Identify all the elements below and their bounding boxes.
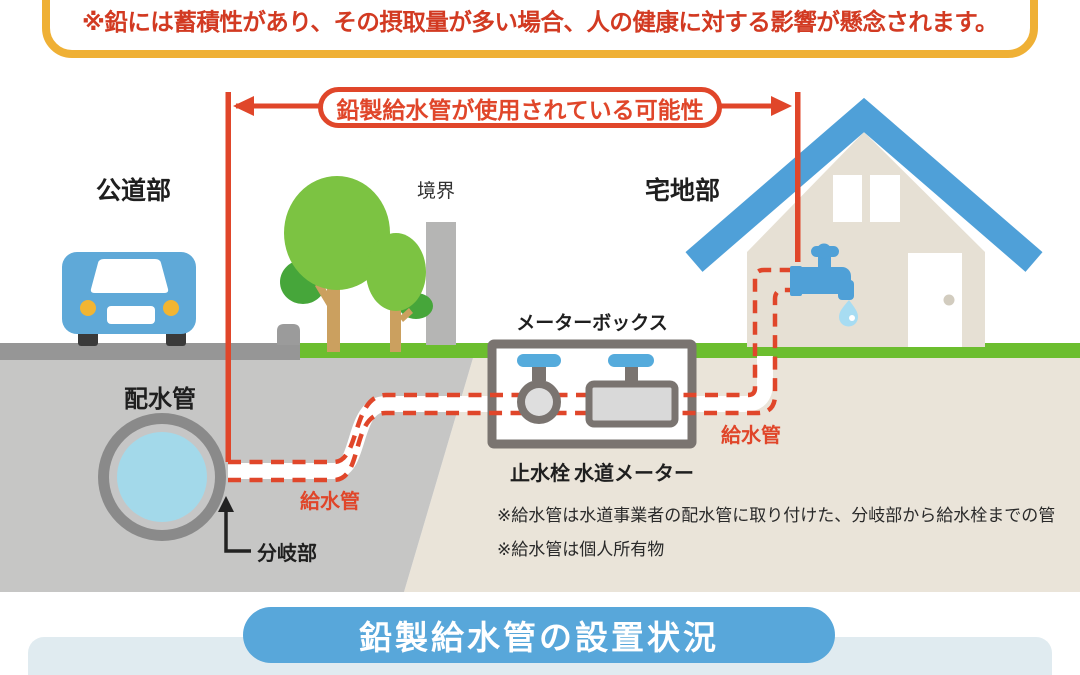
lead-pipe-possibility-pill: 鉛製給水管が使用されている可能性 [318,87,722,128]
label-distribution-pipe: 配水管 [124,386,196,413]
zone-label-public-road: 公道部 [96,177,172,205]
water-meter-stem [625,366,638,384]
tree-branch [399,308,413,322]
faucet-spout [838,280,854,300]
label-supply-pipe-right: 給水管 [721,425,781,447]
span-line-left [236,103,322,109]
trees [280,176,433,352]
lead-pipe-span-arrow [225,92,801,462]
faucet-body [793,267,851,294]
distribution-pipe-water [117,432,207,522]
house-window [833,175,862,222]
faucet-handle-knob [816,243,832,259]
supply-pipe-edge-top [228,267,794,465]
supply-pipe-interior [228,356,773,479]
distribution-pipe [98,413,226,541]
tree-trunk [390,298,401,352]
label-meter-box: メーターボックス [516,313,668,334]
branch-pointer-arrowhead [218,496,234,512]
supply-pipe-edge-bottom [228,287,794,483]
bottom-section-title: 鉛製給水管の設置状況 [359,619,719,656]
water-meter-handle [608,354,654,367]
note-supply-pipe-definition: ※給水管は水道事業者の配水管に取り付けた、分岐部から給水栓までの管 [497,506,1056,525]
water-meter [585,380,679,428]
stop-valve-core [525,388,553,416]
boundary-post [426,222,456,345]
house-window [870,175,900,222]
note-private-property: ※給水管は個人所有物 [497,540,665,559]
faucet-icon [790,243,858,327]
span-bar-right [795,92,801,262]
lead-pipe-possibility-label: 鉛製給水管が使用されている可能性 [336,96,704,123]
label-branch-point: 分岐部 [257,543,317,565]
car-windshield [90,259,169,293]
stop-valve-handle [517,354,561,367]
warning-banner: ※鉛には蓄積性があり、その摂取量が多い場合、人の健康に対する影響が懸念されます。 [42,0,1038,58]
car-license-plate [107,306,155,324]
span-line-right [718,103,780,109]
tree-icon [366,233,426,311]
label-supply-pipe-left: 給水管 [300,491,360,513]
door-knob [943,294,955,306]
bottom-section-title-pill: 鉛製給水管の設置状況 [243,607,835,663]
label-stop-valve: 止水栓 [510,463,570,485]
zone-label-boundary: 境界 [417,181,456,202]
branch-pointer [218,496,251,553]
supply-pipe-dashed [228,267,794,483]
arrowhead-right-icon [771,96,792,116]
curb-stone [277,324,300,345]
house-icon [685,97,1043,347]
car-headlight [80,300,96,316]
label-water-meter: 水道メーター [574,463,694,485]
road-surface [0,343,300,360]
water-drop-highlight [849,315,855,321]
car-icon [62,252,196,346]
warning-text: ※鉛には蓄積性があり、その摂取量が多い場合、人の健康に対する影響が懸念されます。 [81,9,999,35]
arrowhead-left-icon [233,96,254,116]
meter-box-fittings [517,354,679,428]
zone-label-residential: 宅地部 [645,177,721,205]
tree-trunk [327,270,340,352]
tree-icon [284,176,390,290]
stop-valve-stem [532,363,546,381]
car-headlight [163,300,179,316]
tree-branch [315,281,333,306]
house-roof [685,97,1043,272]
span-bar-left [225,92,231,462]
